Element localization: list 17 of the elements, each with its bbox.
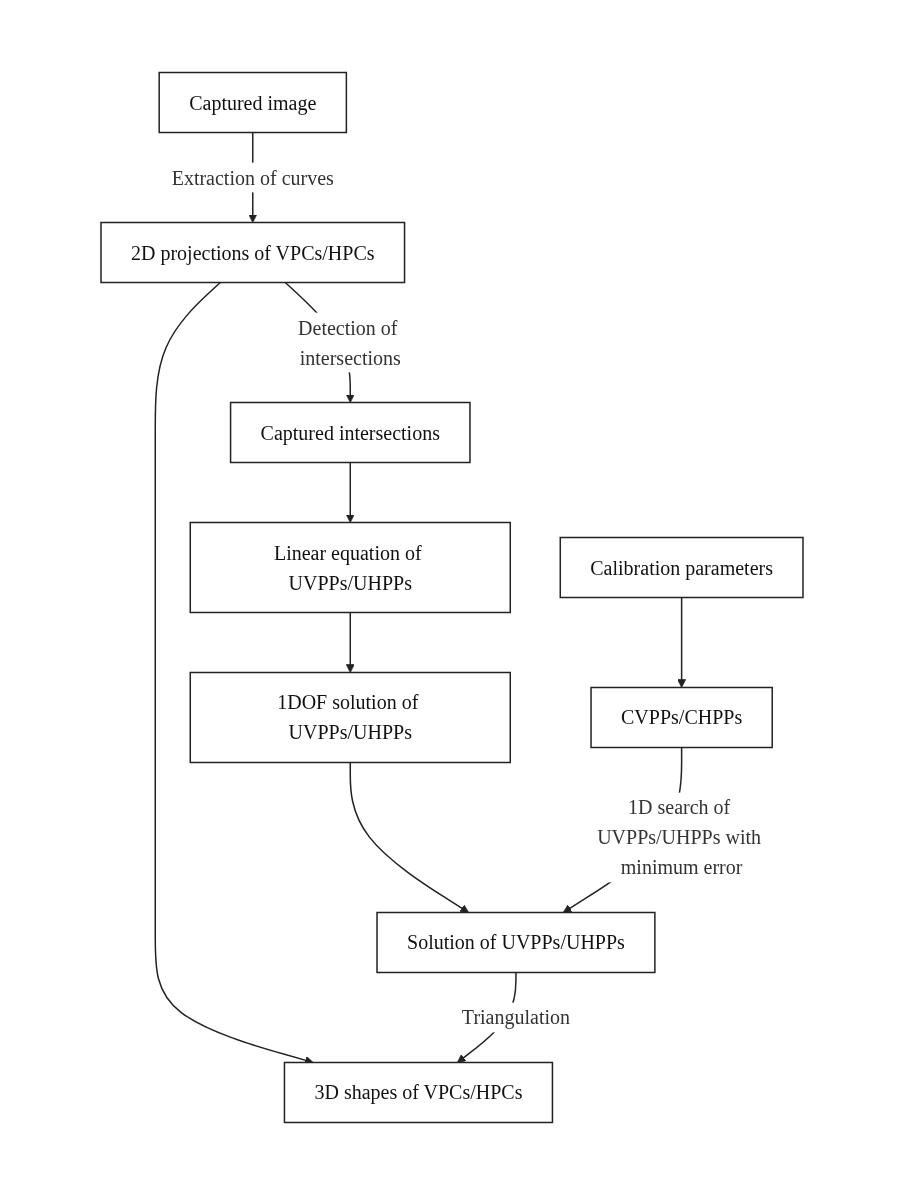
node-box: Captured intersections [229, 401, 471, 464]
edge-label: Detection of intersections [297, 316, 401, 369]
node-box: 1DOF solution of UVPPs/UHPPs [189, 671, 511, 764]
edge-label: Extraction of curves [171, 166, 334, 189]
node-box: 2D projections of VPCs/HPCs [99, 221, 405, 284]
node-box: CVPPs/CHPPs [589, 686, 773, 749]
edge-label: Triangulation [461, 1006, 570, 1029]
node-box: Calibration parameters [559, 536, 804, 599]
arrow [349, 761, 469, 913]
node-box: Captured image [157, 71, 347, 134]
arrow [676, 596, 686, 688]
node-box: Solution of UVPPs/UHPPs [375, 911, 656, 974]
arrow [345, 611, 355, 673]
node-box: Linear equation of UVPPs/UHPPs [189, 521, 511, 614]
arrow [345, 461, 355, 523]
edge-label: 1D search of UVPPs/UHPPs with minimum error [596, 796, 761, 879]
node-box: 3D shapes of VPCs/HPCs [283, 1061, 553, 1124]
